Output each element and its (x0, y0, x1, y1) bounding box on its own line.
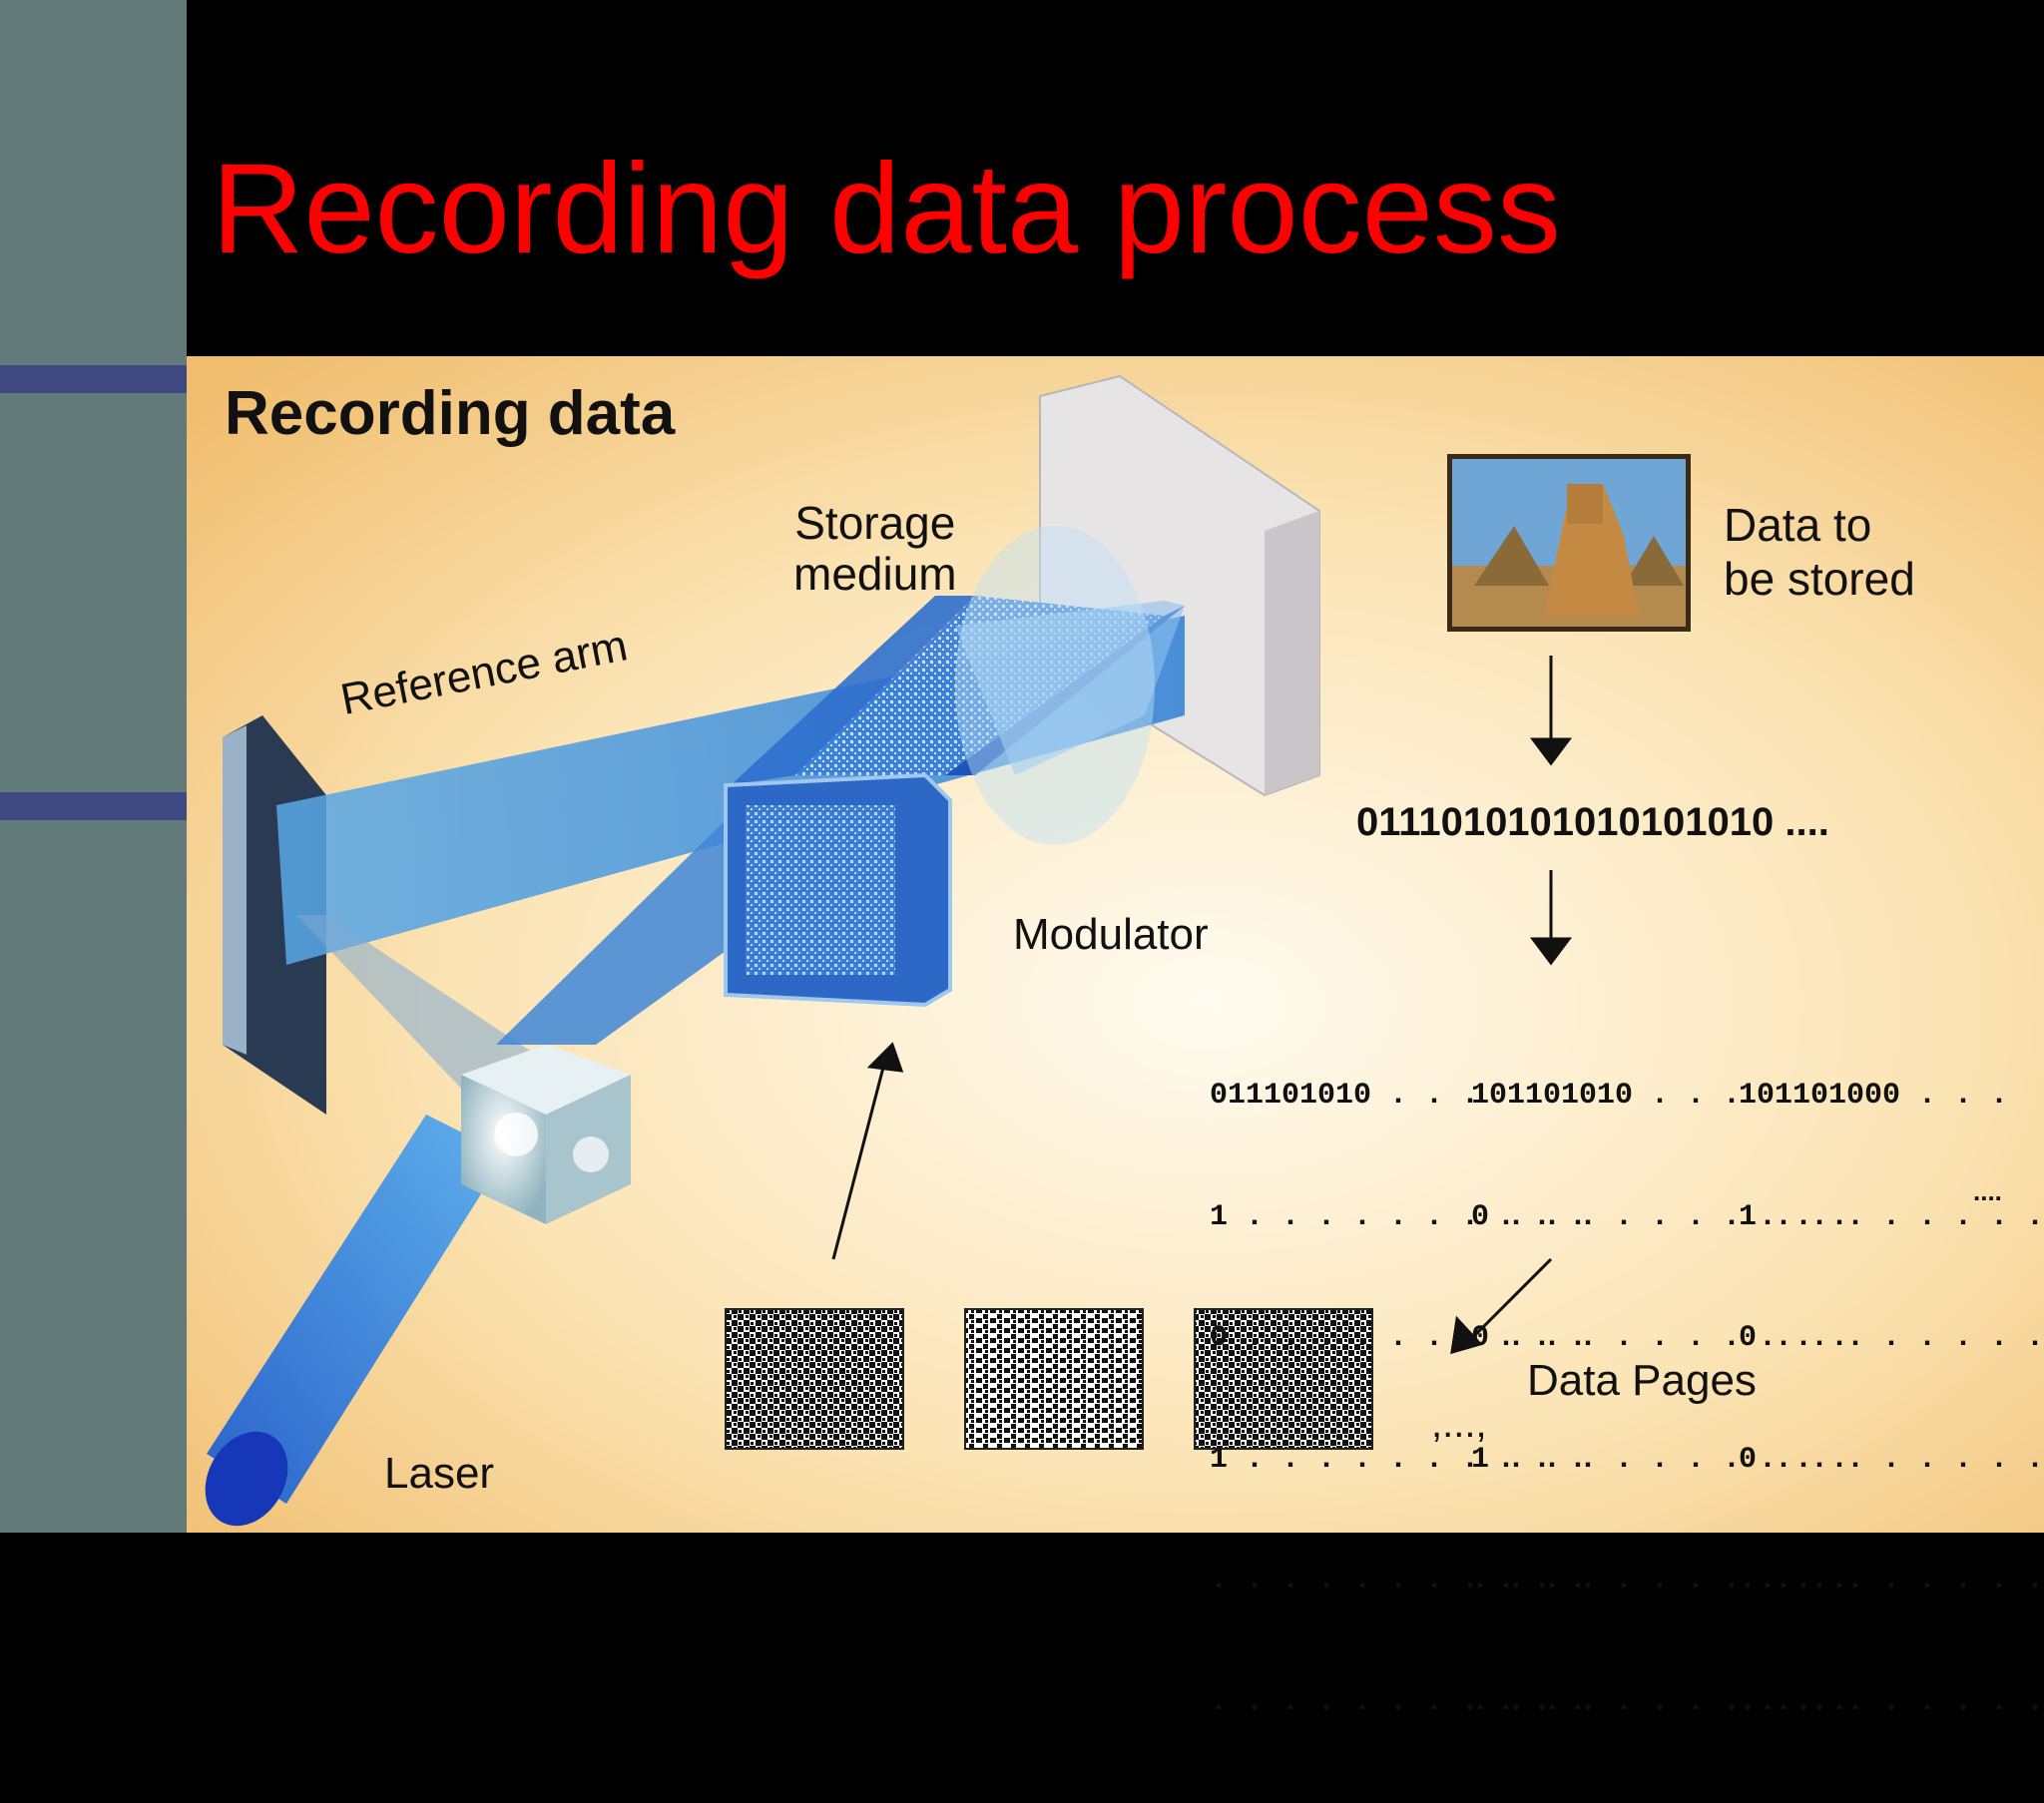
beam-splitter-cube (461, 1045, 631, 1224)
laser-beam-tube (207, 1115, 506, 1504)
binary-stream-label: 0111010101010101010 .... (1356, 800, 1829, 844)
object-beam (496, 815, 775, 1045)
data-page-2 (964, 1308, 1144, 1450)
storage-medium-label: Storage medium (793, 497, 957, 600)
figure-heading: Recording data (225, 379, 676, 448)
data-page-3-row: 1 . . . . . . . . . . (1739, 1199, 2044, 1234)
data-page-3-row: . . . . . . . . . . . (1739, 1564, 2044, 1597)
data-page-columns-ellipsis: .... (1973, 1176, 2002, 1206)
data-page-3 (1194, 1308, 1373, 1450)
data-page-3-row: 101101000 . . . (1739, 1079, 2009, 1113)
storage-medium-plate-edge (1265, 511, 1319, 795)
data-page-1 (725, 1308, 904, 1450)
laser-label: Laser (384, 1449, 495, 1498)
data-page-1-row: 1 . . . . . . . . . . (1210, 1199, 1588, 1234)
laser-aperture (205, 1431, 288, 1527)
modulator-label: Modulator (1013, 910, 1209, 959)
data-pages-label: Data Pages (1527, 1356, 1757, 1405)
interference-cone (955, 601, 1185, 775)
recording-data-figure: Recording data Storage medium Reference … (187, 356, 2044, 1719)
flow-arrows (831, 656, 1572, 1355)
data-page-2-row: 101101010 . . . (1471, 1079, 1742, 1113)
data-page-1-row: 0 . . . . . . . . . . (1210, 1321, 1588, 1355)
data-page-3-row: 0 . . . . . . . . . . (1739, 1442, 2044, 1477)
sidebar-stripe-bottom (0, 792, 187, 820)
sidebar-stripe-top (0, 365, 187, 393)
slide-title: Recording data process (212, 138, 1561, 280)
sphinx-photo (1447, 454, 1691, 632)
title-bar (187, 0, 2044, 356)
slide-sidebar (0, 0, 187, 1533)
reference-mirror-edge (223, 725, 247, 1055)
data-page-3-row: 0 . . . . . . . . . . (1739, 1321, 2044, 1355)
data-to-be-stored-label: Data to be stored (1724, 499, 1915, 606)
data-pages-ellipsis: ,..., (1431, 1402, 1487, 1446)
data-page-2-row: 0 . . . . . . . . . . (1471, 1321, 1849, 1355)
data-page-1-row: 011101010 . . . (1210, 1079, 1480, 1113)
data-page-column-3: 101101000 . . . 1 . . . . . . . . . . 0 … (1739, 995, 2044, 1803)
data-page-2-row: 0 . . . . . . . . . . (1471, 1199, 1849, 1234)
figure-artwork (187, 356, 2044, 1533)
data-page-3-row: . . . . . . . . . . . (1739, 1684, 2044, 1719)
data-page-2-row: 1 . . . . . . . . . . (1471, 1442, 1849, 1477)
data-page-1-row: 1 . . . . . . . . . . (1210, 1442, 1588, 1477)
modulator-pixel-grid (746, 805, 895, 975)
recording-spot (955, 526, 1155, 845)
